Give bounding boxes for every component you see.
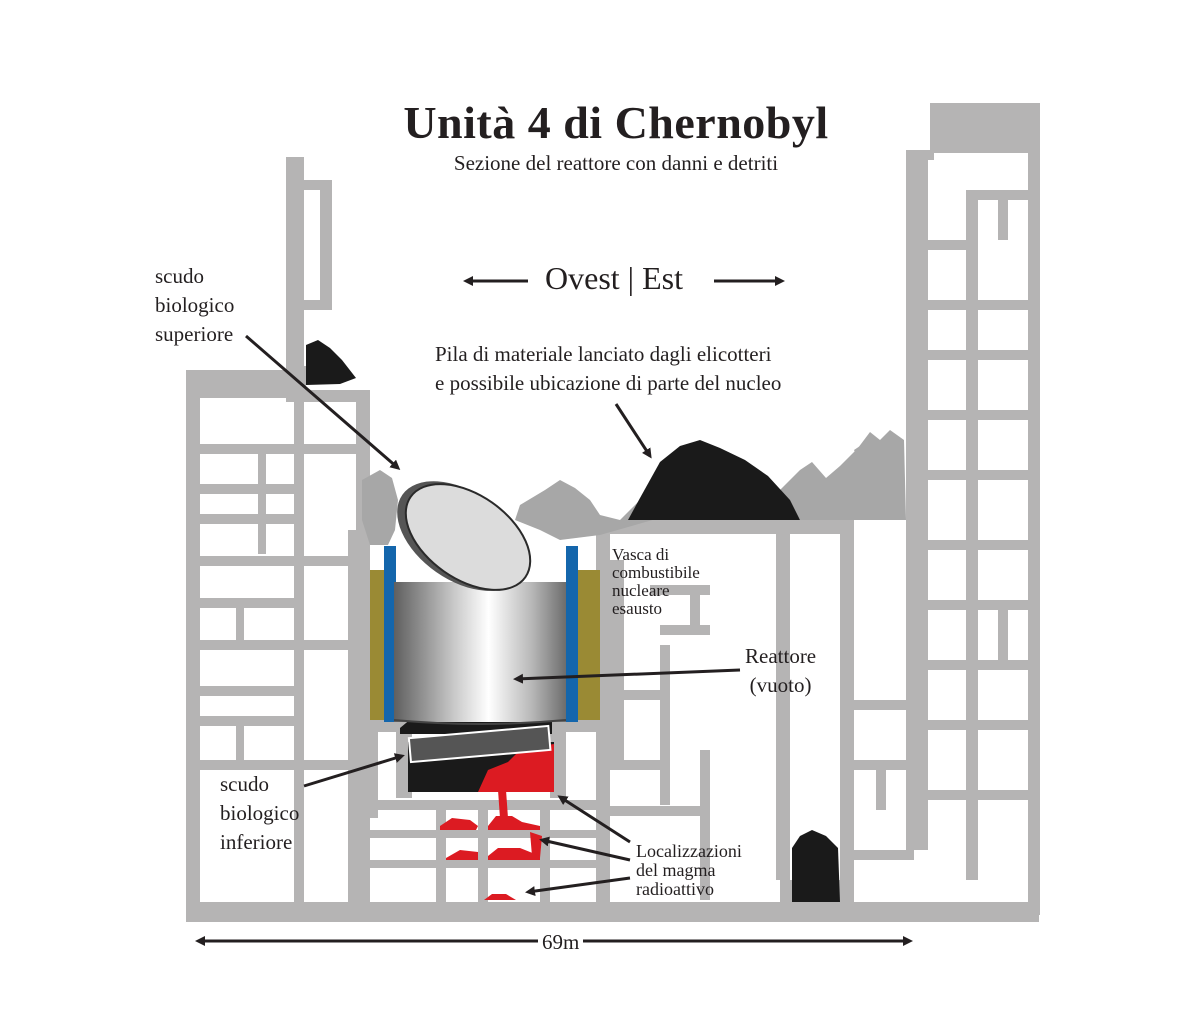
leader-arrows: [245, 334, 741, 897]
magma-deposits: [440, 816, 542, 900]
pile-arrow: [614, 403, 652, 459]
upper-shield-disk: [397, 481, 532, 591]
scale-label: 69m: [538, 930, 584, 955]
magma-arrow-3: [525, 876, 631, 897]
lower-shield-arrow: [303, 753, 405, 788]
reactor-arrow: [513, 668, 741, 684]
reactor-label: Reattore (vuoto): [745, 644, 817, 697]
magma-label: Localizzazioni del magma radioattivo: [636, 841, 742, 899]
diagram-title: Unità 4 di Chernobyl: [403, 97, 829, 148]
grey-debris: [362, 430, 906, 545]
helicopter-pile-label: Pila di materiale lanciato dagli elicott…: [435, 342, 782, 395]
diagram-subtitle: Sezione del reattore con danni e detriti: [453, 151, 779, 175]
magma-arrow-2: [539, 836, 631, 862]
magma-arrow-1: [557, 795, 631, 844]
reactor-vessel: [370, 546, 600, 725]
lower-chamber: [407, 724, 554, 818]
fuel-pool-label: Vasca di combustibile nucleare esausto: [612, 545, 700, 618]
building-walls: [186, 103, 1040, 922]
lower-shield-label: scudo biologico inferiore: [220, 772, 300, 854]
direction-label: Ovest | Est: [545, 260, 683, 296]
upper-shield-label: scudo biologico superiore: [155, 264, 235, 346]
upper-shield-arrow: [245, 334, 401, 470]
